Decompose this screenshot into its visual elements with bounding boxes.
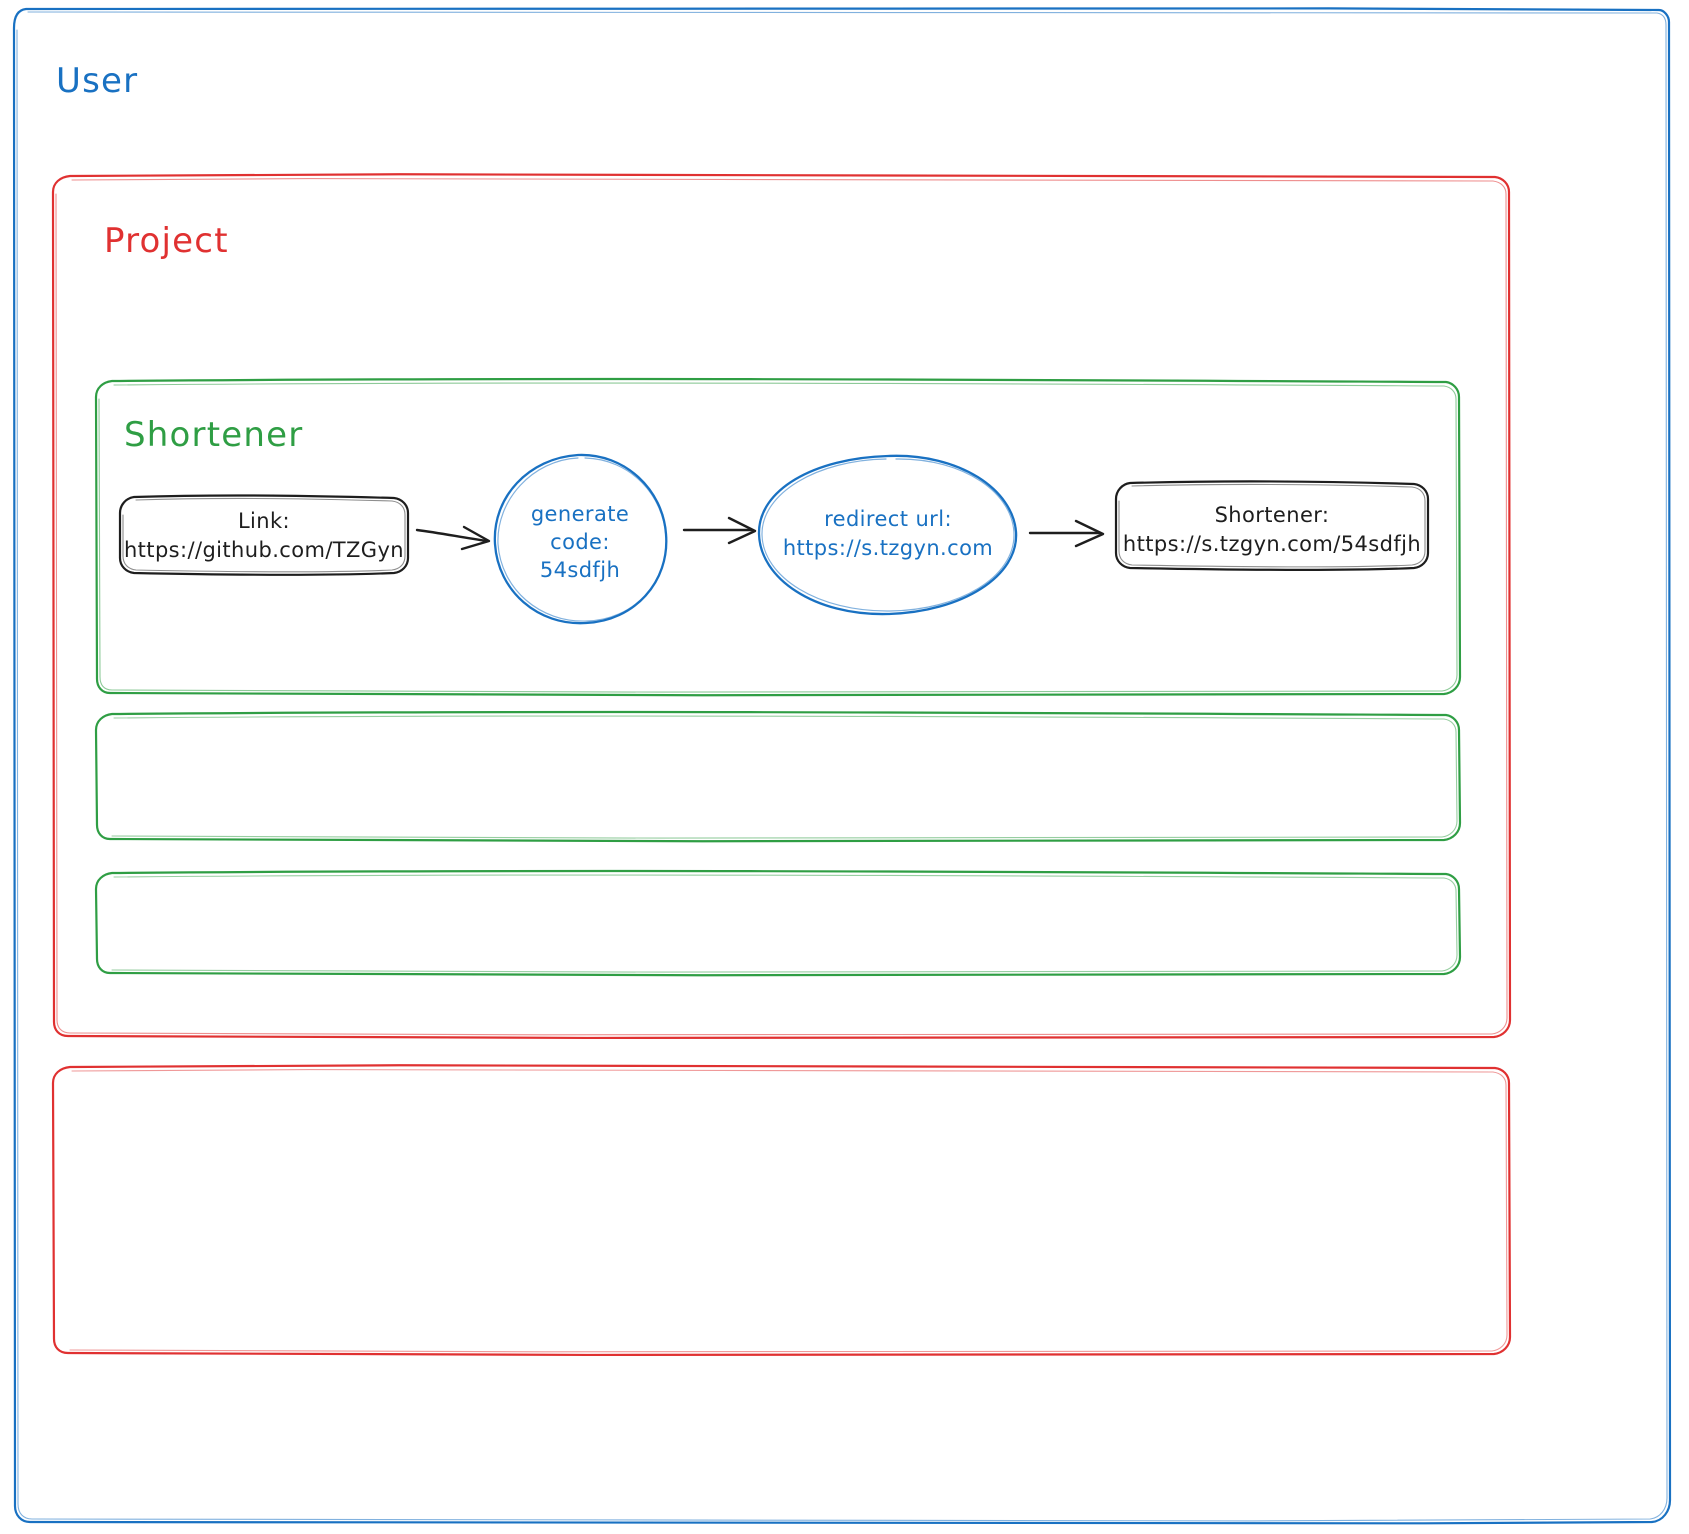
user-frame-border-sketch (16, 9, 1668, 1522)
arrow-1-shaft (415, 528, 489, 543)
shortener-node-line-2: https://s.tzgyn.com/54sdfjh (1123, 532, 1421, 556)
node-shortener-result[interactable]: Shortener: https://s.tzgyn.com/54sdfjh (1114, 480, 1430, 571)
empty-green-1-border-sketch (111, 715, 1458, 840)
arrow-link-to-generate (415, 525, 491, 551)
node-link[interactable]: Link: https://github.com/TZGyn (118, 494, 410, 576)
arrow-1-head (460, 525, 491, 551)
shortener-frame-border-sketch (98, 382, 1458, 694)
shortener-node-border (1114, 480, 1430, 571)
arrow-3-head (1074, 519, 1105, 548)
node-redirect-url[interactable]: redirect url: https://s.tzgyn.com (757, 454, 1018, 616)
shortener-node-line-1: Shortener: (1215, 503, 1330, 527)
generate-code-line-3: 54sdfjh (540, 558, 620, 582)
link-node-border (118, 494, 410, 576)
group-user[interactable]: User (12, 5, 1672, 1526)
redirect-url-node-border (757, 454, 1018, 616)
link-node-border-sketch (122, 497, 406, 573)
redirect-url-line-1: redirect url: (824, 507, 952, 531)
empty-green-2-border-sketch (111, 874, 1458, 974)
group-project[interactable]: Project (51, 172, 1512, 1040)
node-generate-code[interactable]: generate code: 54sdfjh (493, 453, 668, 625)
generate-code-line-2: code: (550, 530, 610, 554)
arrow-redirect-to-shortener (1028, 519, 1105, 548)
arrow-2-head (727, 516, 757, 545)
group-shortener[interactable]: Shortener (94, 377, 1462, 697)
generate-code-line-1: generate (531, 502, 629, 526)
shortener-frame-border (94, 377, 1462, 697)
empty-green-1-border (94, 710, 1462, 843)
group-empty-green-2[interactable] (94, 869, 1462, 977)
arrow-generate-to-redirect (682, 516, 757, 545)
group-empty-green-1[interactable] (94, 710, 1462, 843)
generate-code-node-border-sketch (497, 457, 667, 622)
empty-red-1-border-sketch (69, 1068, 1508, 1354)
project-frame-border (51, 172, 1512, 1040)
user-frame-border (12, 5, 1672, 1526)
redirect-url-line-2: https://s.tzgyn.com (783, 536, 993, 560)
empty-green-2-border (94, 869, 1462, 977)
link-node-line-1: Link: (238, 509, 290, 533)
shortener-node-border-sketch (1118, 483, 1426, 568)
shortener-frame-label: Shortener (124, 415, 303, 455)
link-node-line-2: https://github.com/TZGyn (124, 538, 404, 562)
group-empty-red-1[interactable] (51, 1063, 1512, 1357)
user-frame-label: User (56, 61, 138, 101)
project-frame-label: Project (104, 221, 229, 261)
redirect-url-node-border-sketch (761, 458, 1015, 612)
project-frame-border-sketch (55, 177, 1508, 1037)
generate-code-node-border (493, 453, 668, 625)
empty-red-1-border (51, 1063, 1512, 1357)
